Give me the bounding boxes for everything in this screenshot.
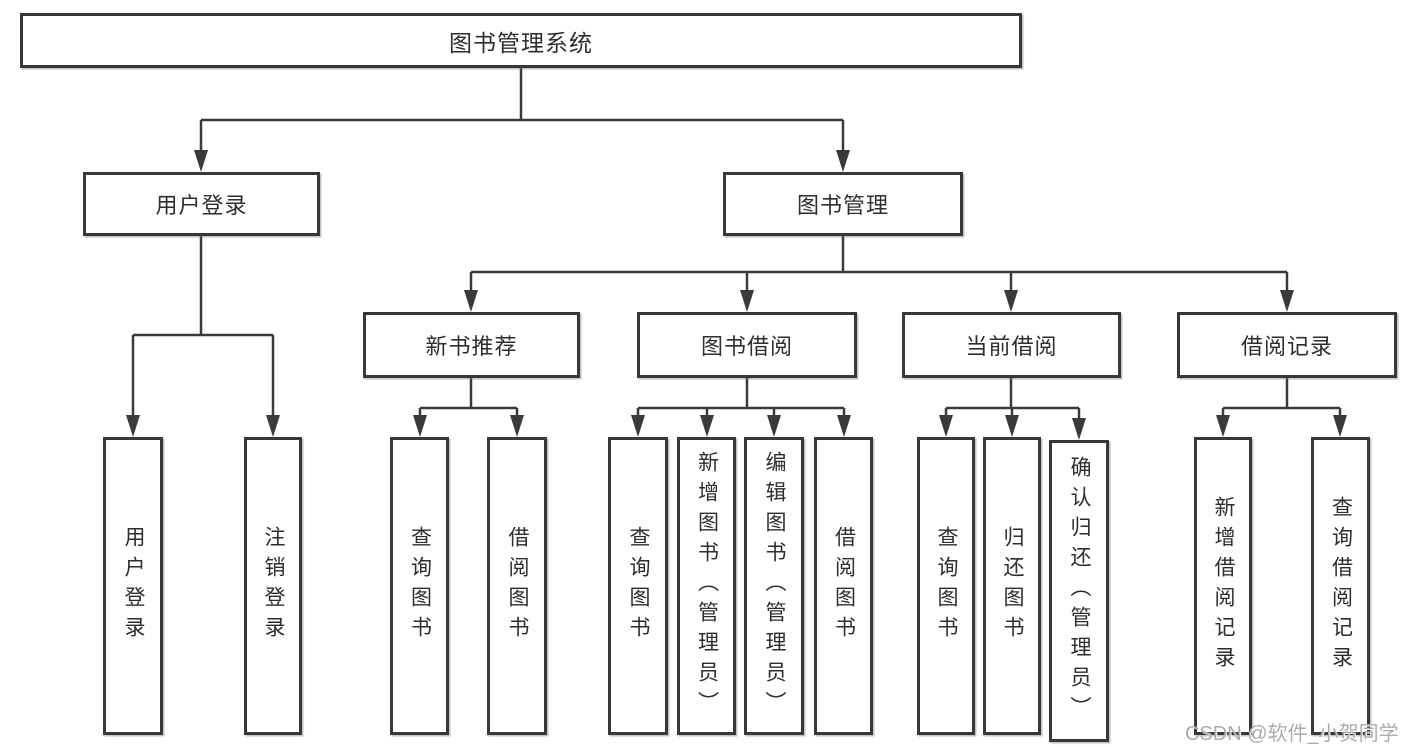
node-label: 确认归还（管理员） — [1068, 456, 1091, 726]
node-new-book-recommend: 新书推荐 — [363, 312, 580, 378]
node-label: 新增借阅记录 — [1212, 496, 1235, 676]
node-leaf-query-books-1: 查询图书 — [390, 437, 449, 735]
node-leaf-add-book-admin: 新增图书（管理员） — [677, 437, 736, 735]
node-leaf-confirm-return-admin: 确认归还（管理员） — [1049, 440, 1109, 742]
arrowheads — [126, 150, 1347, 440]
node-leaf-return-books: 归还图书 — [983, 437, 1041, 735]
node-label: 查询图书 — [408, 526, 432, 646]
node-label: 注销登录 — [262, 526, 285, 646]
node-leaf-query-books-3: 查询图书 — [917, 437, 975, 735]
node-leaf-query-borrow-record: 查询借阅记录 — [1311, 437, 1370, 735]
node-leaf-add-borrow-record: 新增借阅记录 — [1194, 437, 1252, 735]
node-leaf-borrow-books-1: 借阅图书 — [487, 437, 547, 735]
node-leaf-borrow-books-2: 借阅图书 — [814, 437, 873, 735]
node-leaf-user-login: 用户登录 — [103, 437, 163, 735]
connector-path — [131, 68, 1342, 422]
node-label: 图书管理系统 — [449, 29, 593, 56]
node-leaf-edit-book-admin: 编辑图书（管理员） — [744, 437, 804, 735]
csdn-watermark: CSDN @软件_小贺同学 — [1185, 723, 1399, 745]
node-label: 编辑图书（管理员） — [763, 451, 786, 721]
node-label: 查询借阅记录 — [1329, 496, 1353, 676]
node-label: 查询图书 — [935, 526, 958, 646]
node-borrow-records: 借阅记录 — [1177, 312, 1397, 378]
node-leaf-query-books-2: 查询图书 — [608, 437, 668, 735]
node-user-login: 用户登录 — [83, 172, 320, 236]
node-label: 归还图书 — [1001, 526, 1024, 646]
node-current-borrowing: 当前借阅 — [902, 312, 1121, 378]
node-label: 借阅图书 — [506, 526, 529, 646]
node-book-management: 图书管理 — [723, 172, 963, 236]
node-label: 当前借阅 — [965, 334, 1058, 359]
node-label: 新书推荐 — [425, 334, 518, 359]
node-book-borrowing: 图书借阅 — [637, 312, 857, 378]
node-label: 新增图书（管理员） — [695, 451, 719, 721]
node-label: 图书借阅 — [700, 334, 793, 359]
node-label: 用户登录 — [155, 193, 248, 218]
node-label: 图书管理 — [796, 193, 889, 218]
node-label: 查询图书 — [627, 526, 650, 646]
node-label: 借阅记录 — [1240, 334, 1333, 359]
node-library-management-system: 图书管理系统 — [20, 13, 1022, 68]
node-label: 借阅图书 — [832, 526, 856, 646]
node-label: 用户登录 — [122, 526, 145, 646]
node-leaf-logout: 注销登录 — [244, 437, 302, 735]
